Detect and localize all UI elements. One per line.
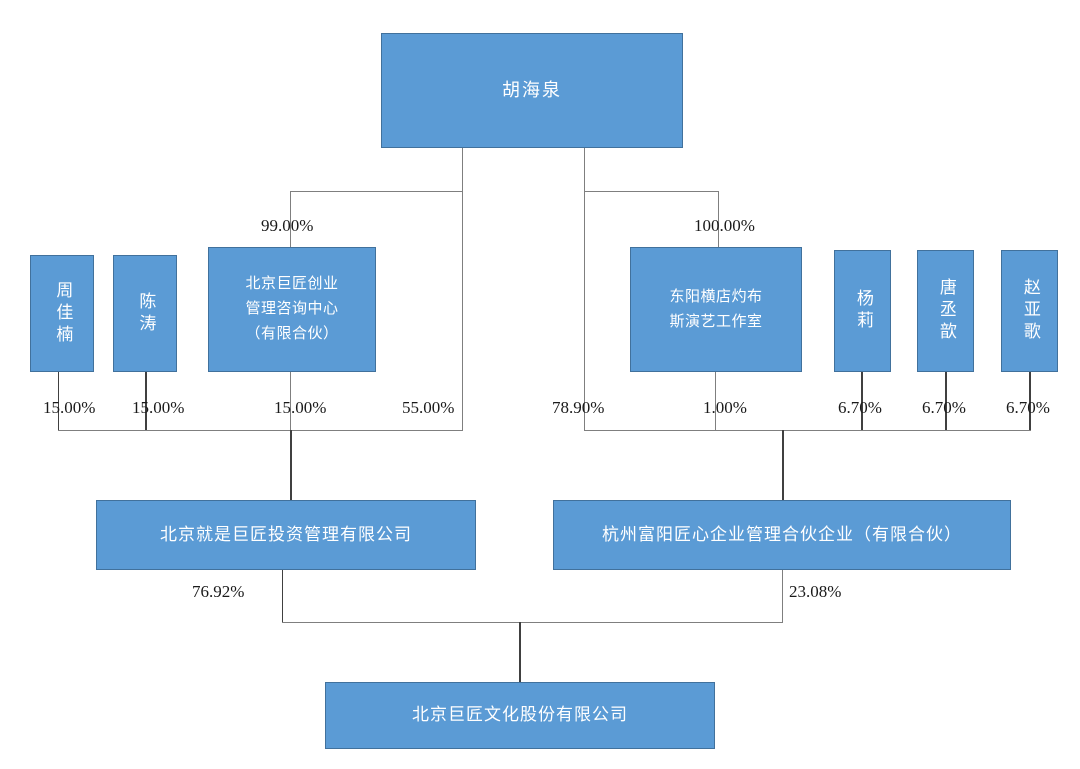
node-tang-chengxin[interactable]: 唐丞歆 [917,250,974,372]
connector-root-left-stem [462,148,463,431]
node-label-line3: （有限合伙） [245,324,339,342]
pct-center-to-jiushi: 15.00% [274,398,327,417]
node-label: 北京巨匠文化股份有限公司 [412,705,628,725]
connector-jiushi-stem [282,570,283,623]
connector-root-right-stem [584,148,585,431]
node-label-line2: 管理咨询中心 [245,300,339,318]
pct-tang-to-hangzhou: 6.70% [922,398,966,417]
connector-root-to-center-vertical [290,191,291,247]
pct-root-to-center: 99.00% [261,216,314,235]
node-zhao-yage[interactable]: 赵亚歌 [1001,250,1058,372]
node-zhou-jianan[interactable]: 周佳楠 [30,255,94,372]
connector-zhou-stem [58,372,59,431]
pct-zhou-to-jiushi: 15.00% [43,398,96,417]
node-beijing-jujiang-culture[interactable]: 北京巨匠文化股份有限公司 [325,682,715,749]
connector-zhao-stem [1029,372,1031,431]
node-label: 唐丞歆 [936,278,956,344]
pct-root-to-studio: 100.00% [694,216,755,235]
node-label-line1: 北京巨匠创业 [245,275,339,293]
node-label: 杭州富阳匠心企业管理合伙企业（有限合伙） [602,524,962,544]
pct-root-to-jiushi: 55.00% [402,398,455,417]
connector-right-bus-drop [782,430,784,500]
node-label-line2: 斯演艺工作室 [669,312,763,330]
node-label: 周佳楠 [53,280,73,347]
pct-root-to-hangzhou: 78.90% [552,398,605,417]
connector-center-stem [290,372,291,431]
node-dongyang-studio[interactable]: 东阳横店灼布 斯演艺工作室 [630,247,802,372]
connector-right-bus [584,430,1031,431]
connector-studio-stem [715,372,716,431]
connector-left-bus-drop [290,430,292,500]
node-label: 北京就是巨匠投资管理有限公司 [160,524,412,544]
connector-root-to-center-horizontal [290,191,463,192]
node-hu-haiquan[interactable]: 胡海泉 [381,33,683,148]
connector-left-bus [58,430,463,431]
connector-yang-stem [861,372,863,431]
pct-studio-to-hangzhou: 1.00% [703,398,747,417]
node-hangzhou-fuyang[interactable]: 杭州富阳匠心企业管理合伙企业（有限合伙） [553,500,1011,570]
node-label: 杨莉 [853,289,873,333]
node-chen-tao[interactable]: 陈涛 [113,255,177,372]
pct-jiushi-to-culture: 76.92% [192,582,245,601]
pct-zhao-to-hangzhou: 6.70% [1006,398,1050,417]
node-beijing-jiushi-jujiang[interactable]: 北京就是巨匠投资管理有限公司 [96,500,476,570]
node-label: 陈涛 [136,291,156,336]
connector-hangzhou-stem [782,570,783,623]
connector-chen-stem [145,372,147,431]
node-label-line1: 东阳横店灼布 [669,287,763,305]
node-label: 赵亚歌 [1020,278,1040,344]
connector-bottom-bus-drop [519,622,521,682]
pct-yang-to-hangzhou: 6.70% [838,398,882,417]
node-yang-li[interactable]: 杨莉 [834,250,891,372]
node-label: 胡海泉 [502,79,562,100]
connector-tang-stem [945,372,947,431]
connector-bottom-bus [282,622,783,623]
connector-root-to-studio-horizontal [584,191,719,192]
connector-root-to-studio-vertical [718,191,719,247]
pct-chen-to-jiushi: 15.00% [132,398,185,417]
node-beijing-jujiang-center[interactable]: 北京巨匠创业 管理咨询中心 （有限合伙） [208,247,376,372]
pct-hangzhou-to-culture: 23.08% [789,582,842,601]
